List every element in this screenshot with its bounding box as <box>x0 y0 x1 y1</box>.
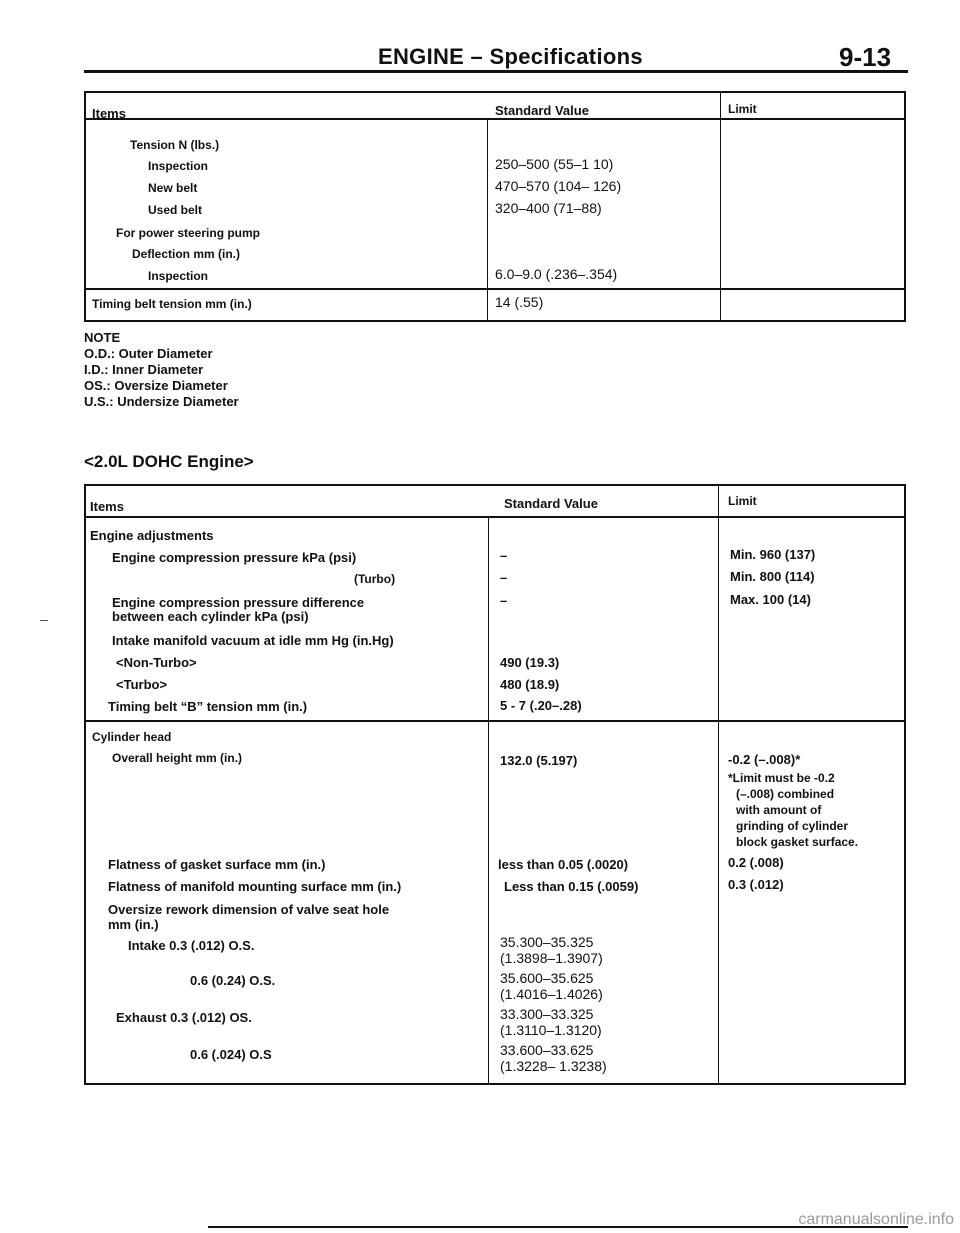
note-line: I.D.: Inner Diameter <box>84 362 204 377</box>
oversize-value: (1.3898–1.3907) <box>500 950 603 966</box>
limit-note: *Limit must be -0.2 <box>728 771 835 785</box>
table2-item: <Non-Turbo> <box>116 655 197 670</box>
margin-mark <box>40 620 48 621</box>
table1-header-items: Items <box>92 106 126 121</box>
table2-limit: Min. 800 (114) <box>730 569 815 584</box>
table2-value: – <box>500 548 508 563</box>
note-line: U.S.: Undersize Diameter <box>84 394 239 409</box>
oversize-value: (1.4016–1.4026) <box>500 986 603 1002</box>
section-title: <2.0L DOHC Engine> <box>84 452 254 471</box>
table2-header-standard: Standard Value <box>504 496 598 511</box>
oversize-value: 33.600–33.625 <box>500 1042 594 1058</box>
oversize-value: 33.300–33.325 <box>500 1006 594 1022</box>
table2-item: Flatness of gasket surface mm (in.) <box>108 857 326 872</box>
note-line: O.D.: Outer Diameter <box>84 346 213 361</box>
limit-note: with amount of <box>736 803 822 817</box>
table2-item: (Turbo) <box>354 572 396 586</box>
limit-note: (–.008) combined <box>736 787 835 801</box>
oversize-value: 35.600–35.625 <box>500 970 594 986</box>
table1-value: 14 (.55) <box>495 294 544 310</box>
table1-header-standard: Standard Value <box>495 103 589 118</box>
table1-item: Used belt <box>148 203 203 217</box>
table2-header-items: Items <box>90 499 124 514</box>
table2-col-divider <box>488 516 489 1085</box>
header-rule <box>84 70 908 73</box>
table2-group-rule <box>84 720 906 722</box>
limit-note: block gasket surface. <box>736 835 859 849</box>
oversize-label: 0.6 (0.24) O.S. <box>190 973 276 988</box>
oversize-value: 35.300–35.325 <box>500 934 594 950</box>
watermark: carmanualsonline.info <box>798 1211 954 1228</box>
oversize-title: Oversize rework dimension of valve seat … <box>108 902 390 917</box>
table1-value: 250–500 (55–1 10) <box>495 156 614 172</box>
table1-value: 470–570 (104– 126) <box>495 178 622 194</box>
table1-header-limit: Limit <box>728 102 757 116</box>
spec-table-2 <box>84 484 906 1085</box>
table2-item: Flatness of manifold mounting surface mm… <box>108 879 402 894</box>
table1-row-rule <box>84 288 906 290</box>
table1-value: 6.0–9.0 (.236–.354) <box>495 266 618 282</box>
page-title: ENGINE – Specifications <box>378 44 643 69</box>
table1-item: Inspection <box>148 159 209 173</box>
table2-value: – <box>500 593 508 608</box>
footer-rule <box>208 1226 908 1228</box>
table2-header-limit: Limit <box>728 494 757 508</box>
table2-col-divider <box>718 484 719 1085</box>
table2-header-rule <box>84 516 906 518</box>
table1-item: Timing belt tension mm (in.) <box>92 297 252 311</box>
table2-value: 132.0 (5.197) <box>500 753 578 768</box>
table1-item: Tension N (lbs.) <box>130 138 220 152</box>
page-number: 9-13 <box>839 42 892 72</box>
group-title: Engine adjustments <box>90 528 214 543</box>
table2-value: less than 0.05 (.0020) <box>498 857 629 872</box>
table1-item: For power steering pump <box>116 226 261 240</box>
group-title: Cylinder head <box>92 730 172 744</box>
table1-item: New belt <box>148 181 198 195</box>
spec-table-1 <box>84 91 906 322</box>
table2-item: <Turbo> <box>116 677 168 692</box>
table1-col-divider <box>720 91 721 322</box>
table2-item: Engine compression pressure difference <box>112 595 365 610</box>
table2-value: 480 (18.9) <box>500 677 560 692</box>
table1-item: Inspection <box>148 269 209 283</box>
table1-header-rule <box>84 118 906 120</box>
table2-item: Timing belt “B” tension mm (in.) <box>108 699 308 714</box>
table1-value: 320–400 (71–88) <box>495 200 602 216</box>
oversize-label: Intake 0.3 (.012) O.S. <box>128 938 255 953</box>
table2-limit: 0.3 (.012) <box>728 877 784 892</box>
table2-limit: Max. 100 (14) <box>730 592 811 607</box>
oversize-label: 0.6 (.024) O.S <box>190 1047 272 1062</box>
table1-item: Deflection mm (in.) <box>132 247 241 261</box>
table2-value: – <box>500 570 508 585</box>
note-line: OS.: Oversize Diameter <box>84 378 228 393</box>
oversize-value: (1.3228– 1.3238) <box>500 1058 607 1074</box>
oversize-unit: mm (in.) <box>108 917 159 932</box>
table2-limit: Min. 960 (137) <box>730 547 816 562</box>
limit-note: grinding of cylinder <box>736 819 849 833</box>
table2-item: between each cylinder kPa (psi) <box>112 609 309 624</box>
table2-item: Intake manifold vacuum at idle mm Hg (in… <box>112 633 394 648</box>
table1-col-divider <box>487 118 488 322</box>
table2-value: Less than 0.15 (.0059) <box>504 879 639 894</box>
table2-limit: 0.2 (.008) <box>728 855 784 870</box>
table2-item: Engine compression pressure kPa (psi) <box>112 550 357 565</box>
oversize-value: (1.3110–1.3120) <box>500 1022 602 1038</box>
table2-limit: -0.2 (–.008)* <box>728 752 801 767</box>
table2-item: Overall height mm (in.) <box>112 751 243 765</box>
table2-value: 5 - 7 (.20–.28) <box>500 698 582 713</box>
oversize-label: Exhaust 0.3 (.012) OS. <box>116 1010 252 1025</box>
note-title: NOTE <box>84 330 121 345</box>
table2-value: 490 (19.3) <box>500 655 560 670</box>
